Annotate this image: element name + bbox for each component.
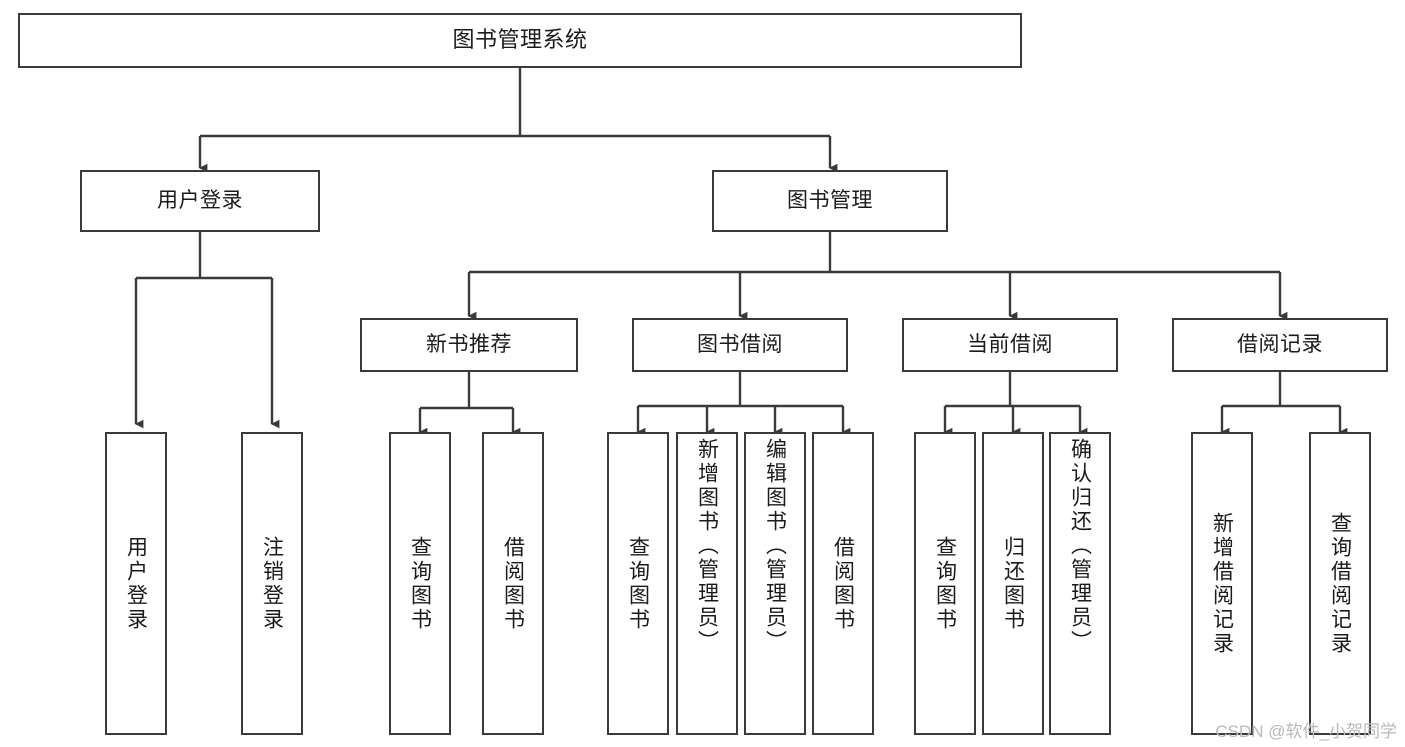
node-user-login-label: 用户登录 — [157, 189, 243, 213]
node-leaf-query-book-borrow[interactable]: 查询图书 — [607, 432, 669, 735]
node-leaf-borrow-book-borrow-label: 借阅图书 — [831, 535, 855, 632]
node-leaf-query-book-current-label: 查询图书 — [933, 535, 957, 632]
node-leaf-user-logout-label: 注销登录 — [260, 535, 284, 632]
node-root-system-label: 图书管理系统 — [452, 27, 588, 53]
node-leaf-confirm-return[interactable]: 确认归还（管理员） — [1049, 432, 1111, 735]
node-book-manage[interactable]: 图书管理 — [712, 170, 948, 232]
node-leaf-add-borrow-record-label: 新增借阅记录 — [1210, 511, 1234, 656]
node-borrow-record[interactable]: 借阅记录 — [1172, 318, 1388, 372]
node-leaf-user-login-label: 用户登录 — [124, 535, 148, 632]
node-leaf-edit-book[interactable]: 编辑图书（管理员） — [744, 432, 806, 735]
node-leaf-query-book-borrow-label: 查询图书 — [626, 535, 650, 632]
node-leaf-user-logout[interactable]: 注销登录 — [241, 432, 303, 735]
node-book-borrow[interactable]: 图书借阅 — [632, 318, 848, 372]
node-leaf-edit-book-label: 编辑图书（管理员） — [763, 438, 787, 654]
node-leaf-add-borrow-record[interactable]: 新增借阅记录 — [1191, 432, 1253, 735]
csdn-watermark: CSDN @软件_小贺同学 — [1215, 722, 1397, 741]
node-leaf-query-book-current[interactable]: 查询图书 — [914, 432, 976, 735]
node-leaf-user-login[interactable]: 用户登录 — [105, 432, 167, 735]
node-new-book-recommend[interactable]: 新书推荐 — [360, 318, 578, 372]
node-current-borrow[interactable]: 当前借阅 — [902, 318, 1118, 372]
node-leaf-query-borrow-record[interactable]: 查询借阅记录 — [1309, 432, 1371, 735]
node-leaf-query-borrow-record-label: 查询借阅记录 — [1328, 511, 1352, 656]
node-leaf-query-book-new[interactable]: 查询图书 — [389, 432, 451, 735]
node-leaf-confirm-return-label: 确认归还（管理员） — [1068, 438, 1092, 654]
node-root-system[interactable]: 图书管理系统 — [18, 13, 1022, 68]
node-leaf-return-book-label: 归还图书 — [1001, 535, 1025, 632]
node-leaf-borrow-book-new[interactable]: 借阅图书 — [482, 432, 544, 735]
node-book-borrow-label: 图书借阅 — [697, 333, 783, 357]
node-current-borrow-label: 当前借阅 — [967, 333, 1053, 357]
node-leaf-borrow-book-new-label: 借阅图书 — [501, 535, 525, 632]
node-new-book-recommend-label: 新书推荐 — [426, 333, 512, 357]
node-user-login[interactable]: 用户登录 — [80, 170, 320, 232]
node-leaf-query-book-new-label: 查询图书 — [408, 535, 432, 632]
node-leaf-borrow-book-borrow[interactable]: 借阅图书 — [812, 432, 874, 735]
node-leaf-add-book[interactable]: 新增图书（管理员） — [676, 432, 738, 735]
node-borrow-record-label: 借阅记录 — [1237, 333, 1323, 357]
node-leaf-return-book[interactable]: 归还图书 — [982, 432, 1044, 735]
node-book-manage-label: 图书管理 — [787, 189, 873, 213]
node-leaf-add-book-label: 新增图书（管理员） — [695, 438, 719, 654]
